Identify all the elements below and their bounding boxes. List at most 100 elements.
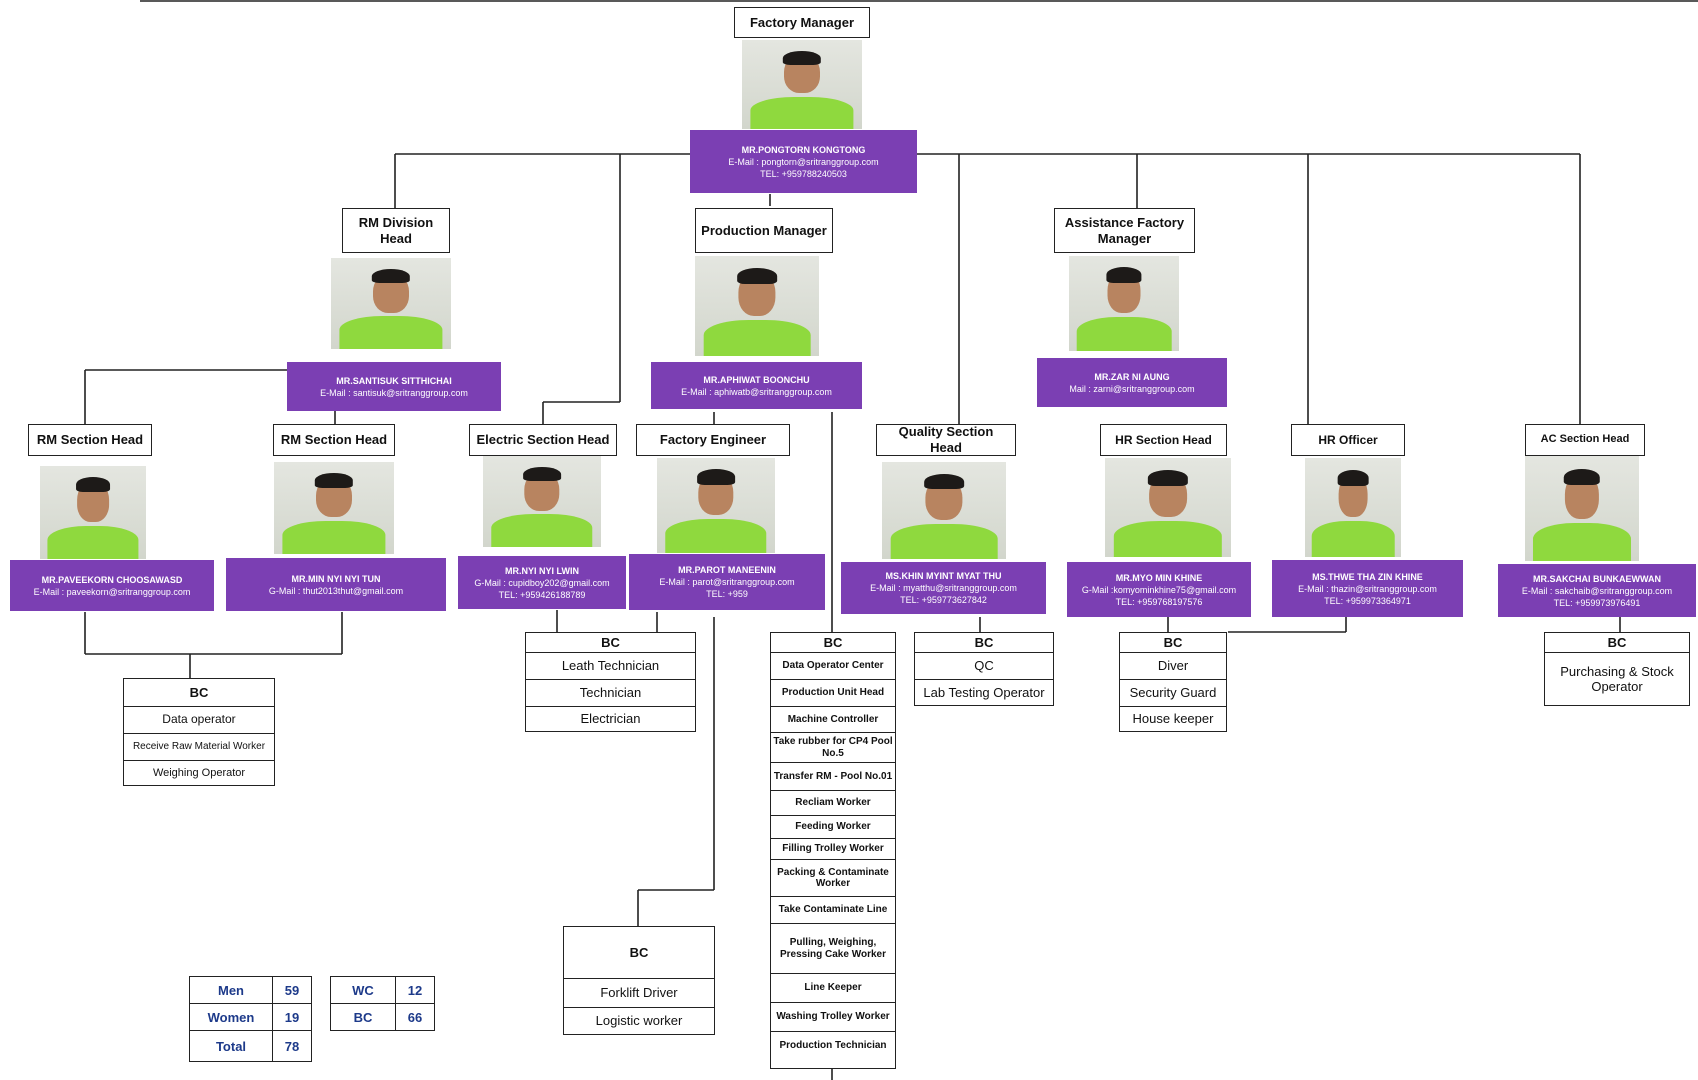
quality-section-head-photo [882, 462, 1006, 559]
bc-box-engineer: BC Forklift Driver Logistic worker [563, 926, 715, 1035]
bc-box-rm-item: Data operator [162, 712, 236, 727]
bc-box-hr-item: House keeper [1120, 706, 1226, 732]
men-count: 59 [272, 976, 312, 1004]
rm-section-head-1-title: RM Section Head [28, 424, 152, 456]
bc-label: BC [330, 1003, 396, 1031]
rm-division-head-title: RM Division Head [342, 208, 450, 253]
bc-box-production-item: Pulling, Weighing, Pressing Cake Worker [771, 923, 895, 973]
rm-division-head-name: MR.SANTISUK SITTHICHAI [336, 375, 452, 386]
bc-box-ac-header: BC [1545, 633, 1689, 653]
bc-box-engineer-item: Forklift Driver [600, 984, 678, 1000]
factory-manager-tel: TEL: +959788240503 [760, 168, 847, 179]
bc-box-production-item: Production Technician [771, 1031, 895, 1059]
bc-box-production-item: Line Keeper [771, 973, 895, 1002]
bc-box-production-item: Take Contaminate Line [771, 896, 895, 923]
bc-box-ac-item: Purchasing & Stock Operator [1560, 663, 1674, 694]
bc-box-electric-item: Technician [526, 679, 695, 706]
electric-section-head-email: G-Mail : cupidboy202@gmail.com [474, 577, 610, 588]
bc-box-rm: BC Data operator Receive Raw Material Wo… [123, 678, 275, 786]
bc-box-rm-header: BC [124, 679, 274, 707]
hr-section-head-title: HR Section Head [1100, 424, 1227, 456]
women-label: Women [189, 1003, 273, 1031]
production-manager-name: MR.APHIWAT BOONCHU [703, 374, 810, 385]
men-label: Men [189, 976, 273, 1004]
factory-manager-name: MR.PONGTORN KONGTONG [741, 144, 866, 155]
bc-box-production-item: Washing Trolley Worker [771, 1002, 895, 1031]
hr-section-head-email: G-Mail :komyominkhine75@gmail.com [1081, 584, 1237, 595]
rm-division-head-photo [331, 258, 451, 349]
table-row: Total 78 [189, 1030, 312, 1062]
factory-manager-title: Factory Manager [734, 7, 870, 38]
factory-engineer-title: Factory Engineer [636, 424, 790, 456]
rm-section-head-2-photo [274, 462, 394, 554]
factory-manager-email: E-Mail : pongtorn@sritranggroup.com [728, 156, 879, 167]
quality-section-head-email: E-Mail : myatthu@sritranggroup.com [870, 583, 1017, 593]
hr-officer-name: MS.THWE THA ZIN KHINE [1312, 571, 1423, 582]
bc-box-production-item: Take rubber for CP4 Pool No.5 [771, 732, 895, 762]
hr-officer-photo [1305, 458, 1401, 557]
bc-box-engineer-header: BC [564, 927, 714, 979]
table-row: Women 19 [189, 1003, 312, 1031]
production-manager-info: MR.APHIWAT BOONCHU E-Mail : aphiwatb@sri… [651, 362, 862, 409]
bc-box-production-item: Feeding Worker [771, 815, 895, 838]
electric-section-head-tel: TEL: +959426188789 [498, 589, 586, 600]
bc-box-quality: BC QC Lab Testing Operator [914, 632, 1054, 706]
table-row: Men 59 [189, 976, 312, 1004]
bc-box-hr-item: Diver [1157, 657, 1189, 673]
hr-officer-info: MS.THWE THA ZIN KHINE E-Mail : thazin@sr… [1272, 560, 1463, 617]
production-manager-title: Production Manager [695, 208, 833, 253]
bc-box-rm-item: Receive Raw Material Worker [124, 733, 274, 760]
quality-section-head-name: MS.KHIN MYINT MYAT THU [885, 571, 1002, 581]
bc-box-production-item: Filling Trolley Worker [771, 838, 895, 859]
rm-division-head-info: MR.SANTISUK SITTHICHAI E-Mail : santisuk… [287, 362, 501, 411]
assistance-factory-manager-title: Assistance Factory Manager [1054, 208, 1195, 253]
hr-section-head-photo [1105, 458, 1231, 557]
category-summary-table: WC 12 BC 66 [330, 976, 435, 1031]
ac-section-head-email: E-Mail : sakchaib@sritranggroup.com [1521, 585, 1673, 596]
ac-section-head-photo [1525, 456, 1639, 561]
bc-box-production: BC Data Operator Center Production Unit … [770, 632, 896, 1069]
factory-manager-photo [742, 40, 862, 129]
rm-division-head-email: E-Mail : santisuk@sritranggroup.com [320, 387, 468, 398]
bc-box-rm-item: Weighing Operator [124, 760, 274, 786]
rm-section-head-1-photo [40, 466, 146, 559]
rm-section-head-2-title: RM Section Head [273, 424, 395, 456]
women-count: 19 [272, 1003, 312, 1031]
factory-manager-info: MR.PONGTORN KONGTONG E-Mail : pongtorn@s… [690, 130, 917, 193]
bc-box-engineer-item: Logistic worker [564, 1007, 714, 1035]
rm-section-head-2-name: MR.MIN NYI NYI TUN [291, 573, 381, 584]
wc-count: 12 [395, 976, 435, 1004]
production-manager-photo [695, 256, 819, 356]
quality-section-head-info: MS.KHIN MYINT MYAT THU E-Mail : myatthu@… [841, 562, 1046, 614]
rm-section-head-1-email: E-Mail : paveekorn@sritranggroup.com [33, 586, 191, 597]
bc-box-production-item: Production Unit Head [771, 679, 895, 706]
electric-section-head-title: Electric Section Head [469, 424, 617, 456]
factory-engineer-tel: TEL: +959 [706, 589, 748, 599]
rm-section-head-2-email: G-Mail : thut2013thut@gmail.com [268, 585, 404, 596]
factory-engineer-info: MR.PAROT MANEENIN E-Mail : parot@sritran… [629, 554, 825, 610]
ac-section-head-name: MR.SAKCHAI BUNKAEWWAN [1533, 573, 1661, 584]
hr-section-head-name: MR.MYO MIN KHINE [1115, 572, 1203, 583]
quality-section-head-tel: TEL: +959773627842 [900, 595, 987, 605]
hr-officer-tel: TEL: +959973364971 [1324, 595, 1411, 606]
bc-box-quality-header: BC [915, 633, 1053, 653]
total-label: Total [189, 1030, 273, 1062]
electric-section-head-photo [483, 456, 601, 547]
hr-officer-title: HR Officer [1291, 424, 1405, 456]
rm-section-head-1-name: MR.PAVEEKORN CHOOSAWASD [41, 574, 183, 585]
bc-count: 66 [395, 1003, 435, 1031]
bc-box-hr-header: BC [1120, 633, 1226, 653]
rm-section-head-2-info: MR.MIN NYI NYI TUN G-Mail : thut2013thut… [226, 558, 446, 611]
total-count: 78 [272, 1030, 312, 1062]
assistance-factory-manager-email: Mail : zarni@sritranggroup.com [1069, 383, 1195, 394]
hr-section-head-info: MR.MYO MIN KHINE G-Mail :komyominkhine75… [1067, 562, 1251, 617]
hr-section-head-tel: TEL: +959768197576 [1115, 596, 1203, 607]
assistance-factory-manager-name: MR.ZAR NI AUNG [1094, 371, 1170, 382]
hr-officer-email: E-Mail : thazin@sritranggroup.com [1298, 583, 1437, 594]
bc-box-production-item: Transfer RM - Pool No.01 [771, 762, 895, 790]
bc-box-production-item: Machine Controller [771, 706, 895, 732]
ac-section-head-title: AC Section Head [1525, 424, 1645, 456]
electric-section-head-name: MR.NYI NYI LWIN [505, 565, 579, 576]
headcount-summary-table: Men 59 Women 19 Total 78 [189, 976, 312, 1062]
bc-box-production-header: BC [771, 633, 895, 653]
